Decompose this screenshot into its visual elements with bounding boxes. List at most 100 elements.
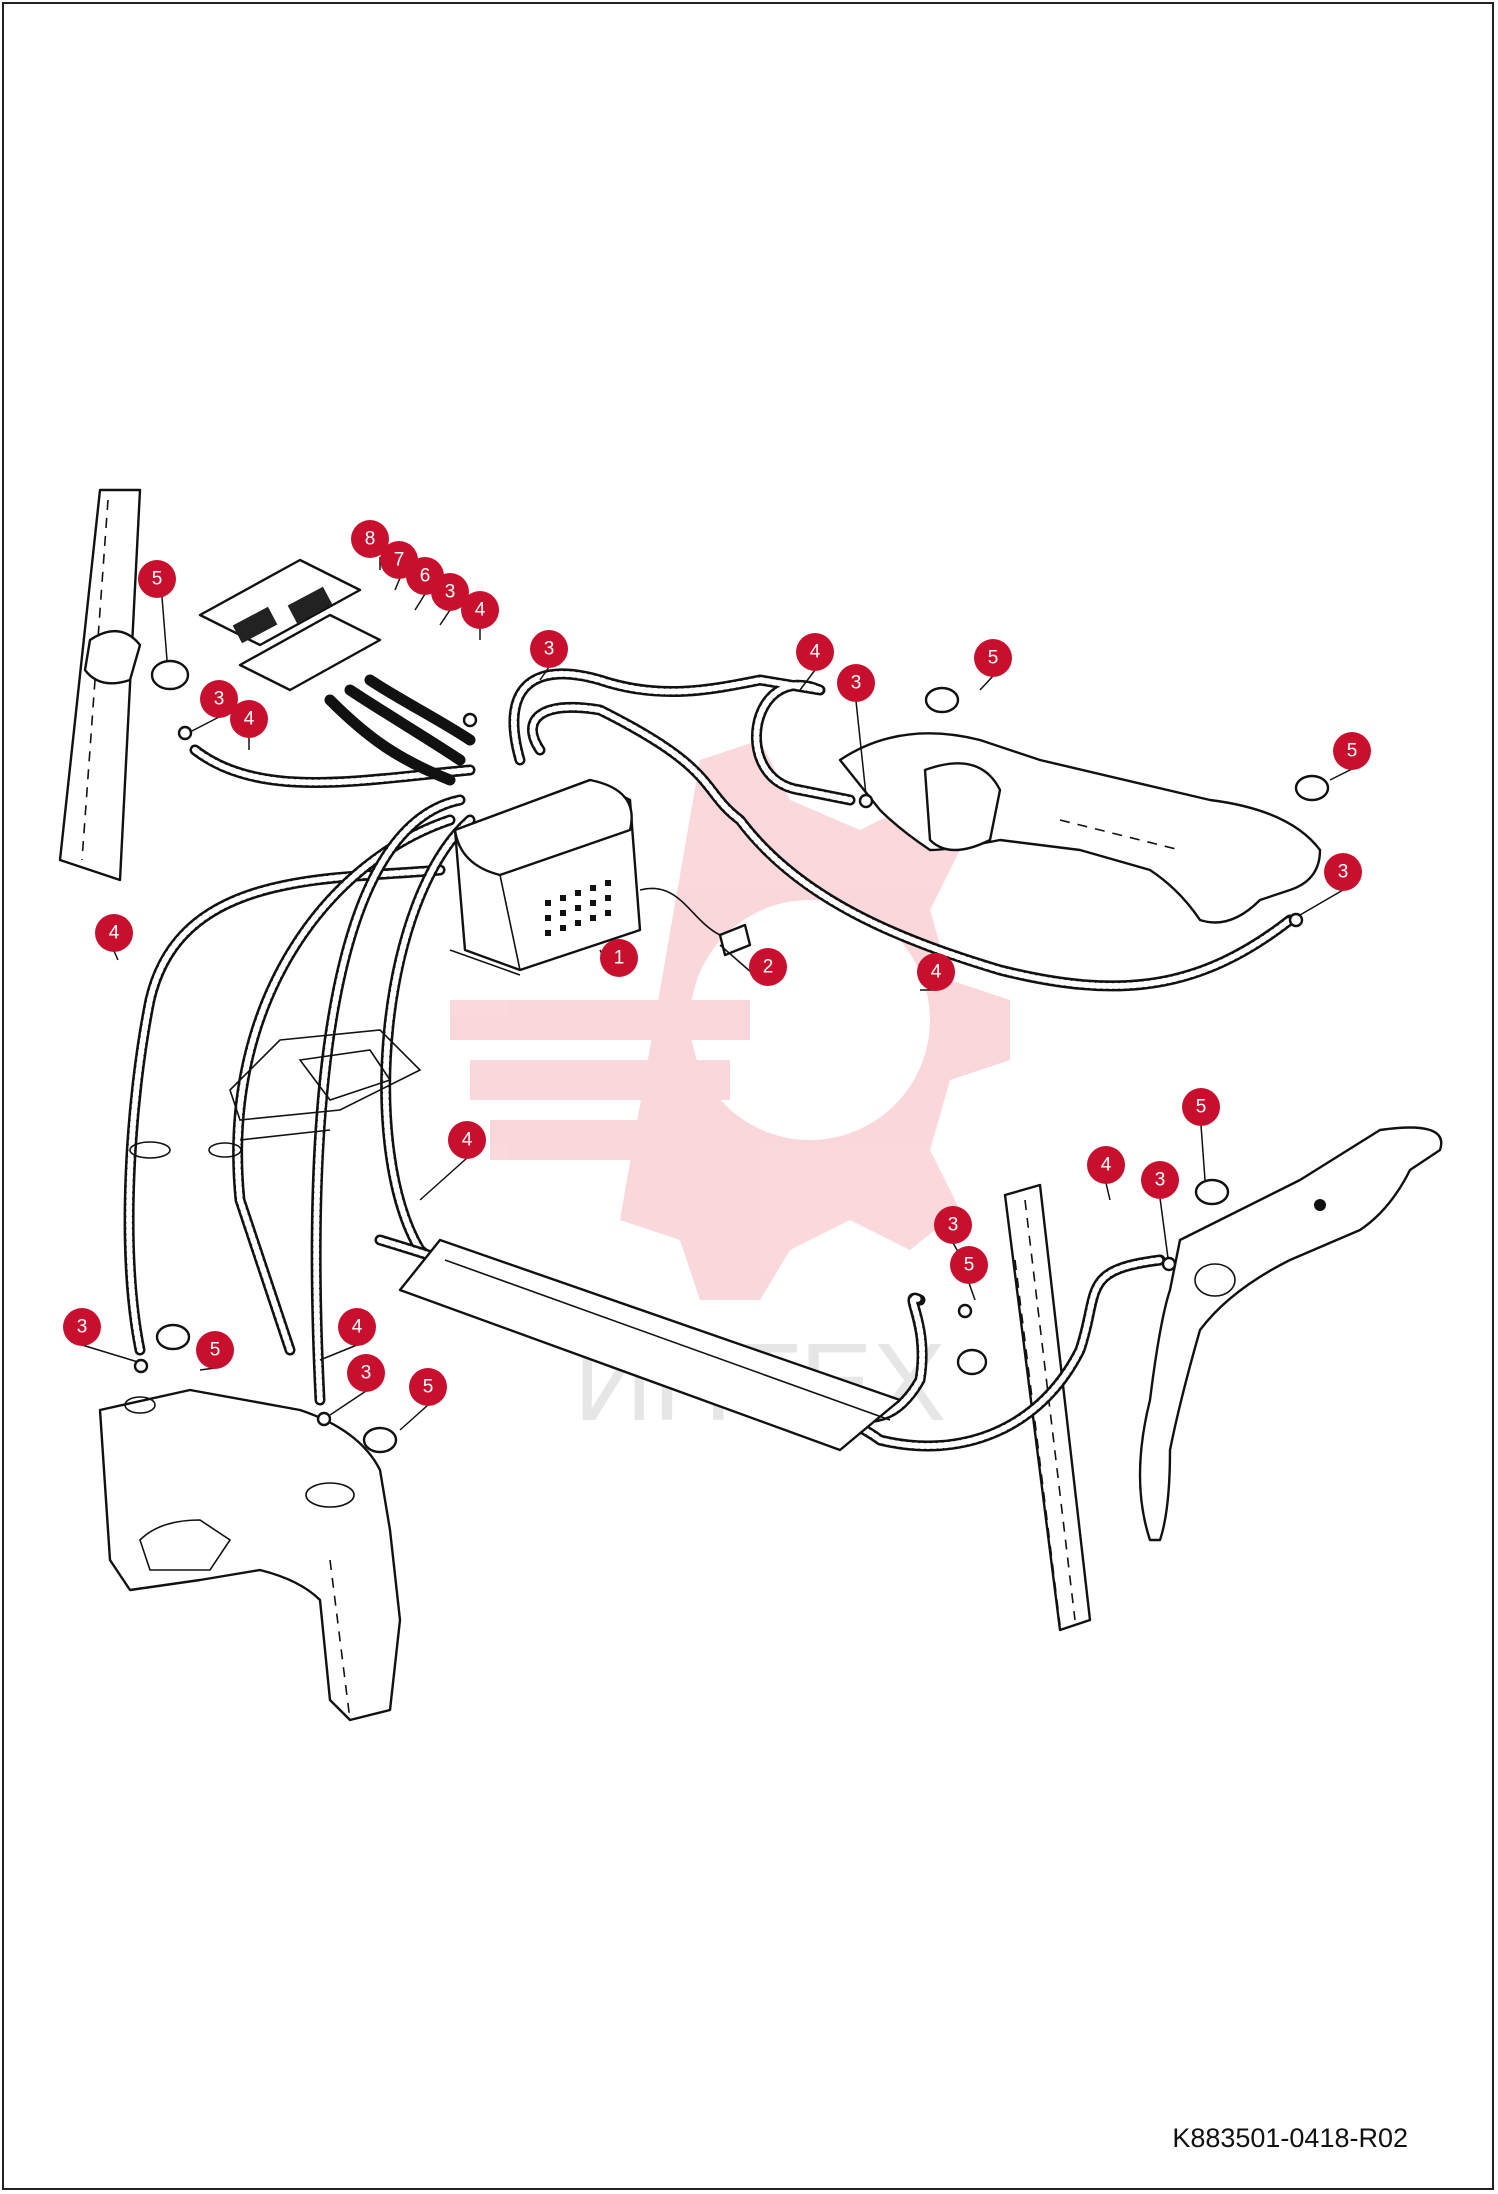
grommet-5d bbox=[1194, 1178, 1230, 1206]
callout-leader bbox=[319, 1344, 358, 1361]
grommet-5f bbox=[362, 1426, 398, 1454]
callout-badge bbox=[461, 591, 499, 629]
grommet-5g bbox=[956, 1348, 988, 1376]
hose-lines bbox=[123, 668, 1296, 1452]
callout-leader bbox=[394, 577, 401, 591]
callout-number: 5 bbox=[152, 569, 163, 590]
callout-number: 4 bbox=[1101, 1155, 1112, 1176]
callout-leader bbox=[113, 950, 119, 961]
callout-badge bbox=[196, 1331, 234, 1369]
callout-number: 4 bbox=[931, 962, 942, 983]
callout-leader bbox=[968, 1282, 976, 1301]
callout-4: 4 bbox=[461, 591, 499, 640]
callout-5: 5 bbox=[138, 560, 176, 661]
callout-number: 1 bbox=[614, 948, 625, 969]
callout-5: 5 bbox=[1329, 732, 1371, 781]
callout-leader bbox=[1105, 1182, 1111, 1201]
callout-number: 8 bbox=[365, 529, 376, 550]
callout-leader bbox=[161, 596, 168, 661]
callout-number: 4 bbox=[475, 600, 486, 621]
top-right-duct bbox=[838, 732, 1322, 924]
callout-leader bbox=[799, 669, 816, 691]
callout-3: 3 bbox=[63, 1308, 139, 1363]
floor-grille bbox=[129, 1029, 422, 1159]
callout-3: 3 bbox=[1299, 853, 1362, 916]
callout-number: 3 bbox=[544, 639, 555, 660]
callout-badge bbox=[1182, 1088, 1220, 1126]
callout-5: 5 bbox=[399, 1368, 447, 1431]
right-pillar bbox=[1003, 1183, 1092, 1632]
callout-number: 3 bbox=[948, 1215, 959, 1236]
fittings bbox=[133, 659, 1330, 1454]
right-duct bbox=[1138, 1126, 1443, 1542]
callout-badge bbox=[749, 948, 787, 986]
callout-badge bbox=[138, 560, 176, 598]
callout-number: 5 bbox=[1196, 1097, 1207, 1118]
callout-badge bbox=[1333, 732, 1371, 770]
callout-4: 4 bbox=[319, 1308, 376, 1361]
callout-badge bbox=[600, 939, 638, 977]
callout-number: 4 bbox=[810, 642, 821, 663]
drawing-number: K883501-0418-R02 bbox=[1172, 2123, 1408, 2153]
callout-number: 5 bbox=[210, 1340, 221, 1361]
callout-number: 4 bbox=[244, 709, 255, 730]
callout-badge bbox=[1087, 1146, 1125, 1184]
callout-badge bbox=[63, 1308, 101, 1346]
callout-5: 5 bbox=[1182, 1088, 1220, 1181]
callout-4: 4 bbox=[95, 914, 133, 961]
callout-number: 5 bbox=[988, 648, 999, 669]
callout-leader bbox=[81, 1344, 139, 1363]
callout-5: 5 bbox=[950, 1246, 988, 1301]
callout-badge bbox=[917, 953, 955, 991]
callout-number: 4 bbox=[462, 1130, 473, 1151]
callout-leader bbox=[189, 716, 220, 733]
callout-badge bbox=[1324, 853, 1362, 891]
callout-5: 5 bbox=[196, 1331, 234, 1371]
callout-badge bbox=[230, 700, 268, 738]
callout-badge bbox=[934, 1206, 972, 1244]
left-pillar bbox=[58, 488, 142, 882]
heater-unit bbox=[449, 778, 752, 976]
callout-number: 3 bbox=[361, 1363, 372, 1384]
callout-number: 4 bbox=[352, 1317, 363, 1338]
callout-badge bbox=[530, 630, 568, 668]
callout-badge bbox=[1141, 1161, 1179, 1199]
callout-leader bbox=[979, 675, 994, 691]
callout-leader bbox=[419, 1157, 468, 1201]
callout-number: 7 bbox=[394, 550, 405, 571]
callout-leader bbox=[1159, 1197, 1169, 1259]
left-front-duct bbox=[98, 1388, 402, 1722]
callout-number: 3 bbox=[214, 689, 225, 710]
callout-badge bbox=[837, 664, 875, 702]
callout-number: 5 bbox=[964, 1255, 975, 1276]
callout-4: 4 bbox=[796, 633, 834, 691]
callout-leader bbox=[439, 609, 451, 626]
callout-badge bbox=[950, 1246, 988, 1284]
callout-3: 3 bbox=[431, 573, 469, 626]
callout-number: 2 bbox=[763, 957, 774, 978]
callout-2: 2 bbox=[719, 944, 787, 986]
callout-number: 3 bbox=[1155, 1170, 1166, 1191]
grommet-5b bbox=[924, 686, 960, 714]
callout-4: 4 bbox=[419, 1121, 486, 1201]
valve-bracket bbox=[198, 558, 382, 692]
callout-leader bbox=[1329, 768, 1353, 781]
callout-3: 3 bbox=[837, 664, 875, 796]
callout-4: 4 bbox=[230, 700, 268, 750]
callout-number: 6 bbox=[420, 566, 431, 587]
callout-number: 4 bbox=[109, 923, 120, 944]
callout-3: 3 bbox=[189, 680, 238, 733]
callout-leader bbox=[329, 1390, 367, 1416]
floor-channel bbox=[398, 1238, 902, 1452]
callout-leader bbox=[414, 593, 426, 611]
grommet-5e bbox=[155, 1323, 191, 1351]
callout-badge bbox=[796, 633, 834, 671]
grommet-5c bbox=[1294, 774, 1330, 802]
callout-badge bbox=[200, 680, 238, 718]
callout-1: 1 bbox=[599, 939, 638, 977]
callout-leader bbox=[855, 700, 867, 796]
callout-leader bbox=[1200, 1124, 1206, 1181]
